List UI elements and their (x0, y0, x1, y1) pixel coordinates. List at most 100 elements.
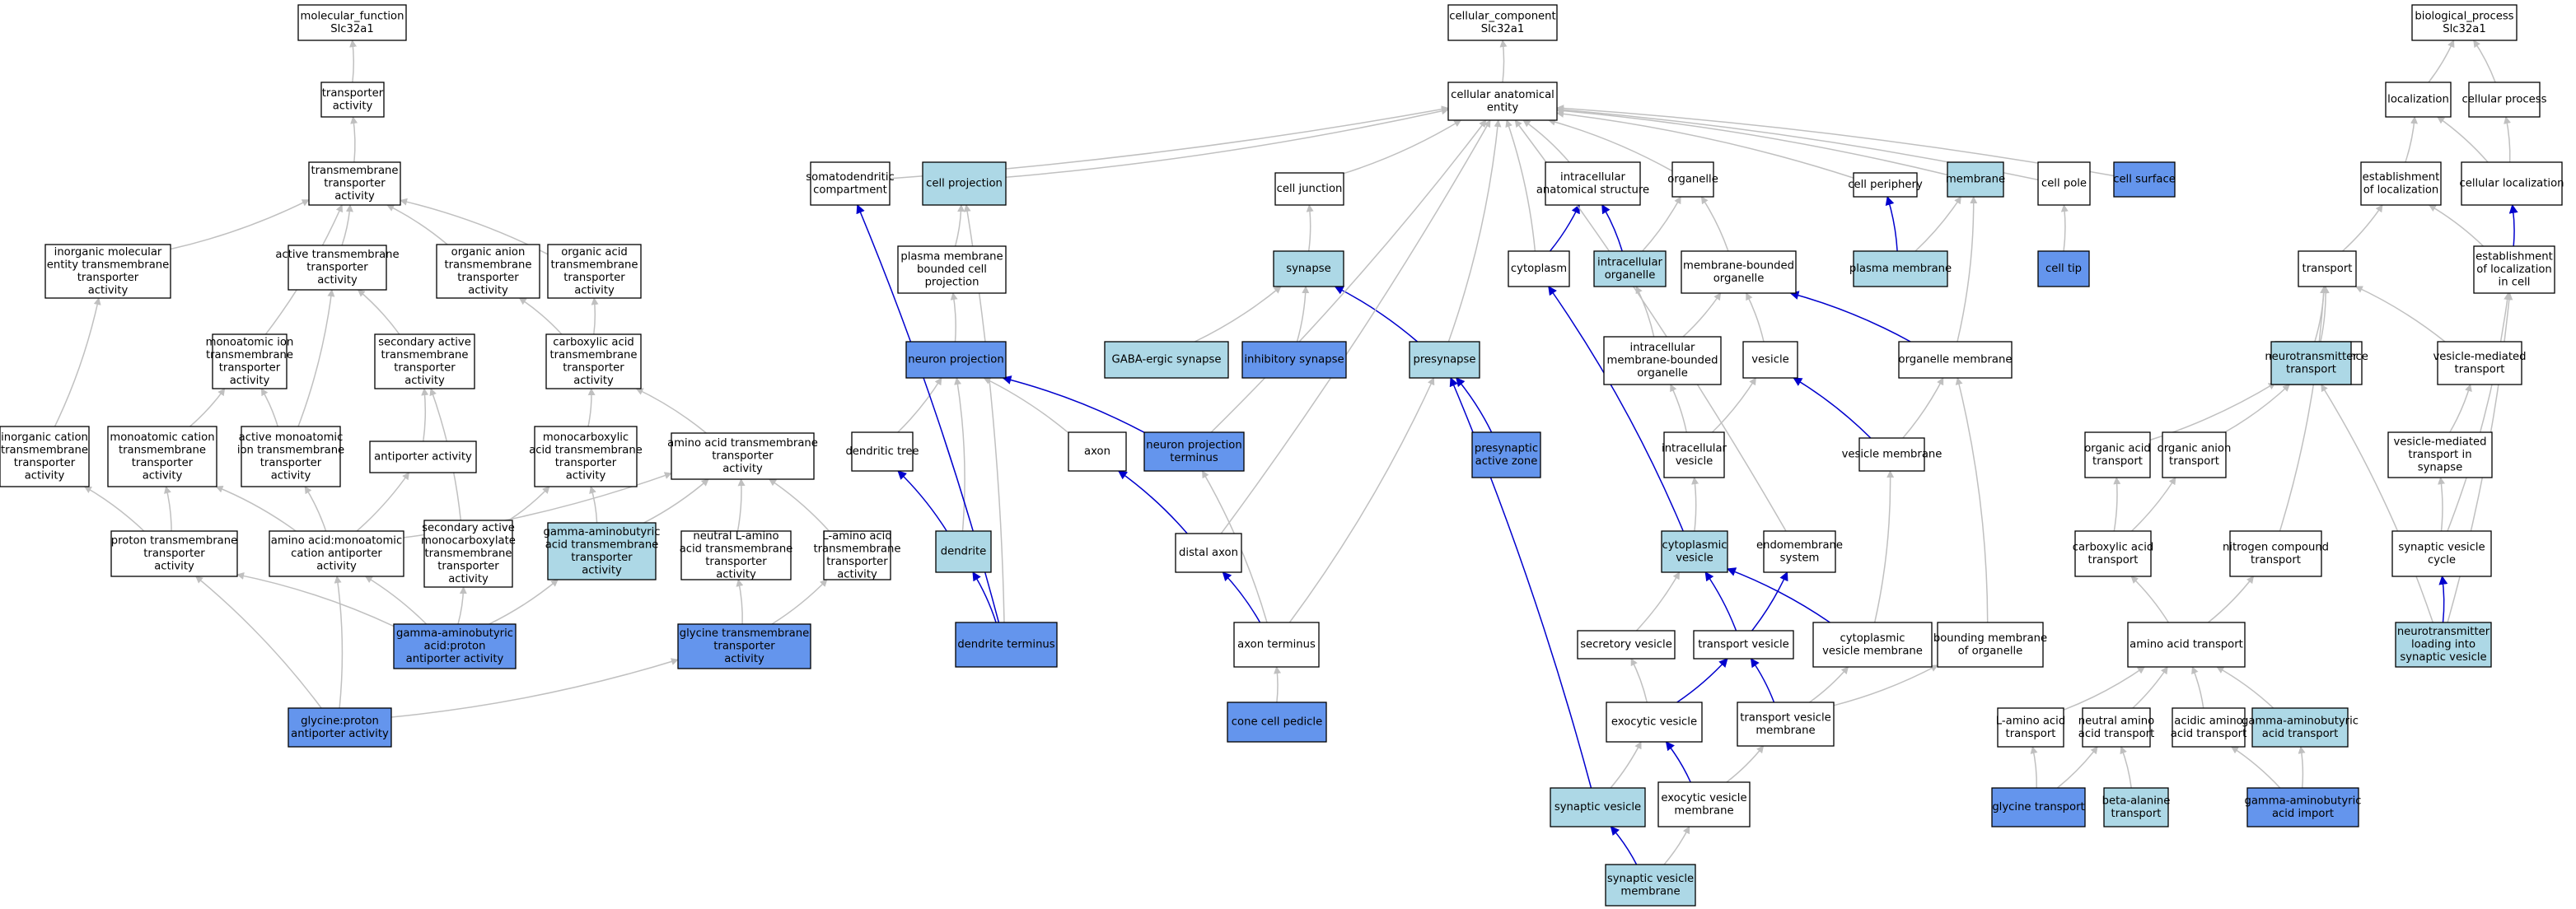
go-term-label: transporter (132, 457, 194, 469)
go-term-label: activity (724, 653, 764, 665)
is-a-edge (643, 478, 709, 524)
go-term-node: monoatomic iontransmembranetransporterac… (206, 333, 293, 389)
go-term-label: activity (582, 564, 622, 576)
go-term-box (2391, 530, 2492, 577)
part-of-edge (1548, 286, 1684, 532)
go-term-label: antiporter activity (374, 451, 472, 464)
go-term-box (369, 441, 477, 473)
go-term-node: organelle (1667, 161, 1718, 198)
go-term-label: cellular localization (2459, 178, 2564, 190)
is-a-edge (2131, 477, 2176, 532)
part-of-edge (1610, 826, 1638, 865)
go-term-label: activity (88, 284, 129, 296)
is-a-edge (1499, 40, 1508, 83)
go-term-node: cell pole (2037, 161, 2091, 206)
go-term-box (1545, 161, 1641, 206)
go-term-label: acid transport (2262, 728, 2339, 740)
is-a-edge (195, 576, 322, 709)
part-of-edge (1550, 204, 1580, 252)
go-term-node: distal axon (1175, 533, 1242, 573)
go-term-label: establishment (2475, 251, 2553, 263)
is-a-edge (1522, 119, 1570, 163)
go-term-label: activity (404, 375, 445, 387)
is-a-edge (736, 579, 744, 625)
go-term-box (1693, 630, 1794, 660)
go-term-node: vesicle (1742, 341, 1798, 379)
go-term-node: inorganic cationtransmembranetransporter… (0, 426, 90, 487)
go-term-node: carboxylic acidtransmembranetransportera… (545, 333, 642, 389)
go-term-label: of localization (2476, 263, 2552, 276)
go-term-node: cytoplasm (1508, 250, 1570, 287)
go-term-label: vesicle-mediated (2394, 436, 2487, 449)
go-term-label: transmembrane (813, 543, 900, 555)
go-term-label: dendrite (941, 546, 987, 558)
go-term-label: anatomical structure (1536, 184, 1649, 196)
go-term-label: secondary active (422, 522, 515, 534)
is-a-edge (1700, 196, 1729, 252)
go-term-box (1603, 336, 1722, 385)
go-term-box (320, 82, 385, 118)
is-a-edge (1682, 292, 1722, 338)
go-term-label: glycine:proton (301, 715, 379, 727)
is-a-edge (386, 204, 448, 245)
go-term-box (269, 530, 404, 577)
go-term-label: cellular anatomical (1451, 89, 1554, 101)
go-term-box (1937, 622, 2044, 668)
go-term-label: glycine transmembrane (680, 627, 809, 640)
go-term-box (107, 426, 217, 487)
is-a-edge (1274, 666, 1282, 703)
is-a-edge (1955, 377, 1989, 623)
go-term-label: entity (1487, 101, 1518, 114)
go-term-node: dendrite terminus (955, 622, 1058, 668)
go-term-label: transporter (555, 457, 617, 469)
go-term-node: vesicle membrane (1842, 437, 1942, 472)
go-term-box (955, 622, 1058, 668)
is-a-edge (1663, 826, 1690, 865)
is-a-edge (2449, 384, 2472, 433)
go-term-label: intracellular (1630, 342, 1695, 354)
go-term-label: compartment (813, 184, 887, 196)
go-term-node: synaptic vesicle (1550, 787, 1646, 827)
go-term-label: cellular process (2461, 94, 2546, 106)
go-term-label: activity (837, 568, 877, 580)
is-a-edge (2030, 746, 2038, 789)
go-term-label: transmembrane (206, 349, 293, 361)
is-a-edge (2060, 204, 2069, 252)
go-term-label: cell projection (926, 178, 1003, 190)
go-term-label: organelle (1667, 174, 1718, 186)
go-term-box (241, 426, 341, 487)
is-a-edge (356, 472, 410, 532)
is-a-edge (1691, 477, 1699, 532)
go-term-box (297, 4, 407, 41)
is-a-edge (334, 576, 344, 709)
go-term-label: transmembrane (311, 165, 398, 177)
part-of-edge (1751, 571, 1788, 632)
go-term-label: Slc32a1 (330, 23, 374, 35)
go-term-box (1681, 250, 1797, 294)
part-of-edge (972, 571, 997, 623)
go-term-box (935, 530, 992, 573)
go-term-label: dendrite terminus (957, 639, 1054, 651)
go-term-label: GABA-ergic synapse (1111, 354, 1221, 366)
go-term-label: transport (2169, 455, 2219, 468)
go-term-box (1737, 702, 1835, 747)
go-term-label: vesicle (1676, 552, 1713, 564)
is-a-edge (1711, 377, 1757, 433)
go-term-node: dendrite (935, 530, 992, 573)
go-term-node: cellular localization (2459, 161, 2564, 206)
go-term-label: molecular_function (301, 10, 404, 22)
go-term-box (545, 333, 642, 389)
go-term-node: secondary activetransmembranetransporter… (374, 333, 475, 389)
go-term-label: projection (925, 277, 979, 289)
